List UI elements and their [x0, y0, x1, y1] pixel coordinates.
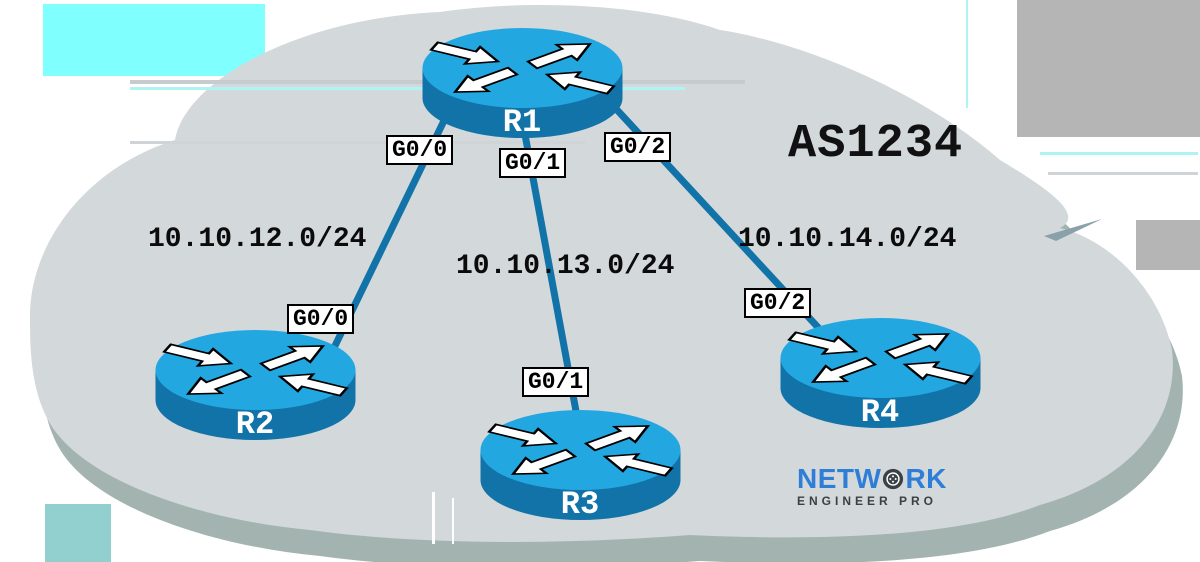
router-icon: [780, 318, 981, 398]
interface-label-r1-g0-1: G0/1: [499, 148, 567, 178]
interface-label-r1-g0-2: G0/2: [604, 132, 672, 162]
router-r2: R2: [155, 330, 356, 443]
router-r1: R1: [422, 28, 623, 141]
render-artifact: [452, 498, 454, 544]
render-artifact: [45, 504, 111, 562]
router-label: R3: [561, 486, 599, 523]
router-label: R2: [236, 406, 274, 443]
render-artifact: [130, 87, 685, 90]
network-label-10-10-12: 10.10.12.0/24: [148, 224, 367, 255]
router-r3: R3: [480, 410, 681, 523]
as-number-label: AS1234: [788, 118, 964, 171]
render-artifact: [130, 141, 585, 144]
router-icon: [422, 28, 623, 108]
render-artifact: [1017, 0, 1200, 137]
logo-word-suffix: RK: [905, 463, 947, 494]
router-icon: [480, 410, 681, 490]
render-artifact: [1136, 220, 1200, 270]
router-wheel-icon: [883, 468, 904, 490]
logo-word-prefix: NETW: [797, 463, 882, 494]
logo-wordmark: NETW RK: [797, 463, 947, 494]
router-label: R1: [503, 104, 541, 141]
network-engineer-pro-logo: NETW RK ENGINEER PRO: [797, 463, 947, 509]
render-artifact: [1040, 152, 1198, 155]
network-label-10-10-14: 10.10.14.0/24: [738, 224, 957, 255]
router-label: R4: [861, 394, 899, 431]
interface-label-r2-g0-0: G0/0: [287, 304, 355, 334]
logo-subtitle: ENGINEER PRO: [797, 494, 938, 508]
cloud-fold-shadow: [1044, 219, 1102, 241]
render-artifact: [1048, 172, 1198, 175]
interface-label-r1-g0-0: G0/0: [386, 135, 454, 165]
interface-label-r4-g0-2: G0/2: [744, 288, 812, 318]
render-artifact: [966, 0, 968, 108]
router-icon: [155, 330, 356, 410]
network-label-10-10-13: 10.10.13.0/24: [456, 251, 675, 282]
render-artifact: [952, 0, 955, 118]
render-artifact: [432, 492, 435, 544]
render-artifact: [43, 4, 265, 76]
router-r4: R4: [780, 318, 981, 431]
interface-label-r3-g0-1: G0/1: [522, 367, 590, 397]
